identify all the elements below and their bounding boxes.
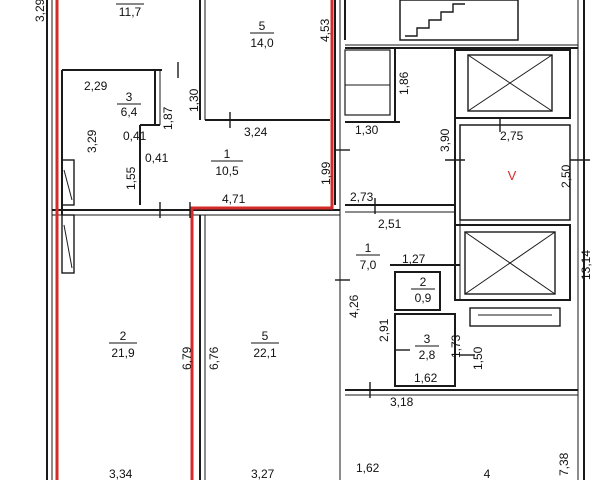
dimension-labels: 3,29 4,53 1,86 2,29 1,30 1,87 3,24 3,29 … — [33, 0, 593, 480]
room-labels: 11,7 5 14,0 3 6,4 1 10,5 2 21,9 5 22,1 1… — [109, 3, 491, 480]
top-left-room — [62, 0, 206, 120]
room-5-top-walls — [205, 0, 341, 480]
dim-corridor-height: 1,87 — [161, 106, 175, 130]
room-label-5-top-num: 5 — [259, 19, 266, 33]
dim-niche-height: 1,55 — [124, 166, 138, 190]
dim-room3-width: 2,29 — [84, 79, 108, 93]
room-label-5-mid-area: 22,1 — [253, 346, 277, 360]
dim-bath-height: 1,86 — [397, 71, 411, 95]
room-label-3-small-area: 2,8 — [419, 348, 436, 362]
dim-bath-column-height: 2,91 — [377, 318, 391, 342]
small-rooms-left — [52, 70, 340, 216]
dim-room1-right-width: 1,27 — [402, 252, 426, 266]
dim-room5-mid-width: 3,27 — [251, 467, 275, 480]
dim-bath3-height: 1,73 — [449, 334, 463, 358]
dim-room2-height: 6,79 — [180, 346, 194, 370]
dim-lobby-lower-width: 2,51 — [378, 217, 402, 231]
room-label-2-area: 21,9 — [111, 346, 135, 360]
dim-v-room-width: 2,75 — [500, 129, 524, 143]
dim-room5-height: 4,53 — [318, 18, 332, 42]
room-label-1-right-num: 1 — [365, 241, 372, 255]
dim-lift-lower-height: 1,50 — [471, 346, 485, 370]
dim-room1-right-height: 4,26 — [347, 294, 361, 318]
outer-walls — [46, 0, 585, 480]
room-label-5-top-area: 14,0 — [250, 36, 274, 50]
dim-room3-height: 3,29 — [85, 129, 99, 153]
dim-room4-height: 7,38 — [557, 452, 571, 476]
dim-room5-width: 3,24 — [244, 125, 268, 139]
highlight-outline — [55, 0, 334, 480]
dim-v-room-depth: 2,50 — [559, 164, 573, 188]
room-label-3-small-num: 3 — [424, 332, 431, 346]
dim-niche-top: 0,41 — [123, 129, 147, 143]
dim-room4-wall: 3,18 — [390, 395, 414, 409]
dim-top-left-vertical: 3,29 — [33, 0, 47, 22]
room-label-1-num: 1 — [224, 147, 231, 161]
dimension-ticks — [159, 62, 590, 398]
room-marker-v: V — [508, 168, 517, 183]
dim-room2-width: 3,34 — [109, 467, 133, 480]
dim-bath3-width: 1,62 — [414, 371, 438, 385]
dim-lobby-width: 2,73 — [350, 190, 374, 204]
dim-closet-height: 1,30 — [187, 88, 201, 112]
room-label-2-num: 2 — [120, 329, 127, 343]
door-left — [61, 159, 75, 274]
room-label-3-area: 6,4 — [121, 105, 138, 119]
dim-hall-width: 4,71 — [222, 192, 246, 206]
dim-right-total-height: 13,14 — [579, 250, 593, 280]
room-label-top-left-area: 11,7 — [119, 5, 142, 19]
dim-v-room-height: 3,90 — [438, 128, 452, 152]
room-label-1-area: 10,5 — [215, 164, 239, 178]
right-block — [344, 0, 578, 396]
room-label-3-num: 3 — [126, 90, 133, 104]
dim-room5-mid-height: 6,76 — [207, 346, 221, 370]
dim-niche-side: 0,41 — [145, 151, 169, 165]
room-label-2-small-num: 2 — [420, 275, 427, 289]
room-label-2-small-area: 0,9 — [415, 291, 432, 305]
dim-hall-height: 1,99 — [319, 161, 333, 185]
dim-room4-door: 1,62 — [356, 461, 380, 475]
room-label-1-right-area: 7,0 — [360, 258, 377, 272]
dim-hall-right-width: 1,30 — [355, 123, 379, 137]
middle-walls — [199, 215, 206, 480]
room-label-5-mid-num: 5 — [262, 329, 269, 343]
room-label-4-num: 4 — [484, 467, 491, 480]
